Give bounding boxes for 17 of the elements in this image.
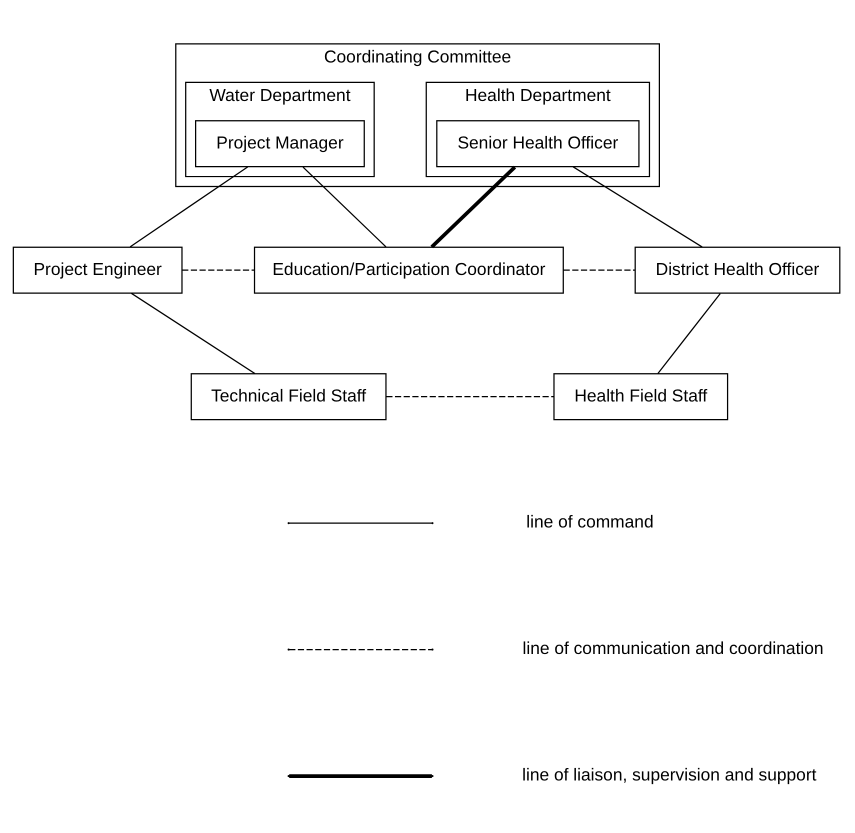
legend-label: line of liaison, supervision and support [522,764,816,785]
node-box: Project Engineer [12,246,183,294]
legend-label: line of communication and coordination [522,638,824,658]
connector [131,292,256,374]
node-box: Education/Participation Coordinator [254,246,564,294]
connector [182,270,254,271]
connector [564,270,635,271]
legend-label: line of command [526,512,654,532]
connector [430,166,516,248]
node-box: Project Manager [195,120,365,168]
node-box: Senior Health Officer [436,120,640,168]
node-box: Technical Field Staff [190,373,387,420]
node-box: Health Field Staff [553,373,728,420]
connector [657,293,721,374]
connector [302,166,386,248]
connector [386,396,554,398]
node-box: District Health Officer [634,246,840,294]
